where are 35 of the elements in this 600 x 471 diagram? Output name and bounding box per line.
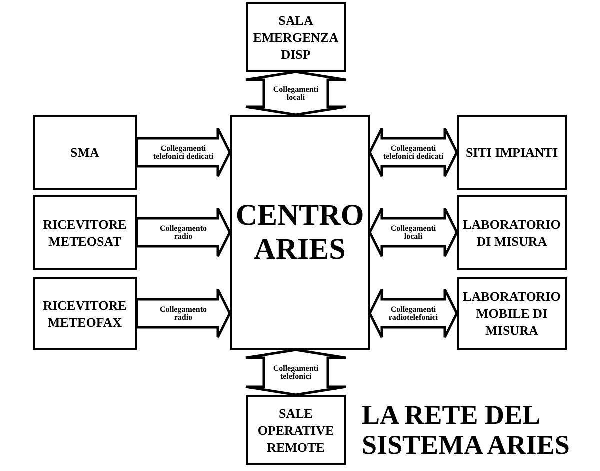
process-box [457, 195, 567, 270]
box-label: SITI IMPIANTI [464, 144, 560, 161]
block-arrow [244, 70, 348, 116]
process-box [33, 277, 137, 350]
edge-label: Collegamenti radiotelefonici [388, 306, 440, 322]
process-box [230, 115, 370, 350]
block-arrow [136, 207, 232, 258]
block-arrow [368, 127, 458, 178]
block-arrow [368, 288, 458, 339]
process-box [33, 115, 137, 190]
process-box [246, 395, 346, 465]
process-box [246, 2, 346, 72]
edge-label: Collegamento radio [158, 224, 208, 240]
edge-label: Collegamenti locali [390, 224, 438, 240]
box-label: RICEVITORE METEOSAT [42, 216, 128, 250]
edge-label: Collegamenti telefonici [272, 364, 320, 380]
edge-label: Collegamenti locali [272, 86, 320, 102]
box-label: RICEVITORE METEOFAX [42, 296, 128, 330]
box-label: SALE OPERATIVE REMOTE [256, 404, 336, 456]
edge-label: Collegamenti telefonici dedicati [382, 144, 445, 160]
box-label: SALA EMERGENZA DISP [252, 12, 340, 62]
block-arrow [136, 288, 232, 339]
diagram-title: LA RETE DEL SISTEMA ARIES [362, 400, 571, 460]
process-box [457, 277, 567, 350]
block-arrow [244, 348, 348, 396]
block-arrow [136, 127, 232, 178]
block-arrow [368, 207, 458, 258]
box-label: SMA [70, 144, 100, 161]
edge-label: Collegamenti telefonici dedicati [152, 144, 215, 160]
box-label: LABORATORIO DI MISURA [462, 216, 562, 250]
box-label: CENTRO ARIES [234, 198, 366, 266]
edge-label: Collegamento radio [158, 306, 208, 322]
process-box [33, 195, 137, 270]
box-label: LABORATORIO MOBILE DI MISURA [462, 288, 562, 339]
process-box [457, 115, 567, 190]
